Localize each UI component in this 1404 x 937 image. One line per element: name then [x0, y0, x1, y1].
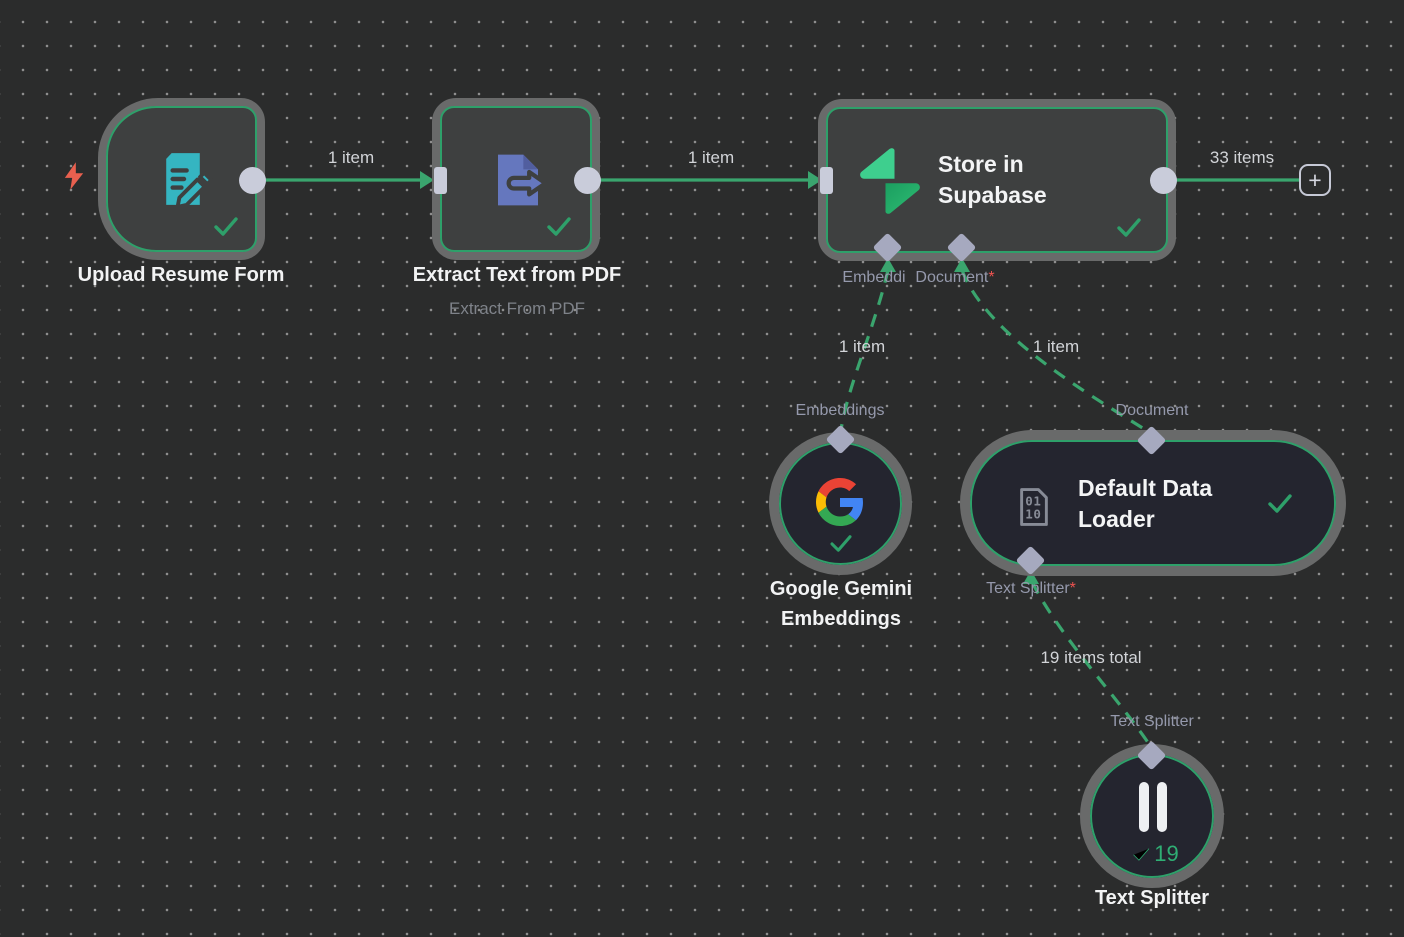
node-label: Extract Text from PDF	[412, 264, 622, 286]
output-connector[interactable]	[239, 167, 266, 194]
input-connector[interactable]	[434, 167, 447, 194]
items-count-label: 19 items total	[1040, 648, 1142, 667]
success-check-icon	[1133, 848, 1150, 861]
run-count-badge: 19	[1131, 841, 1179, 867]
connection-splitter-to-loader[interactable]	[1030, 581, 1153, 748]
text-splitter-port-label: Text Splitter*	[986, 580, 1076, 598]
text-splitter-port-text: Text Splitter	[986, 580, 1070, 597]
input-connector[interactable]	[820, 167, 833, 194]
pause-bars-icon	[1139, 782, 1149, 832]
supabase-icon	[860, 148, 920, 214]
node-store-in-supabase[interactable]	[818, 99, 1176, 261]
success-check-icon	[830, 535, 852, 552]
run-count-value: 19	[1154, 841, 1179, 866]
binary-document-icon: 01 10	[1020, 488, 1048, 526]
icon-binary-row1: 01	[1025, 493, 1041, 508]
success-check-icon	[1117, 218, 1141, 237]
items-count-label: 1 item	[327, 148, 375, 167]
success-check-icon	[214, 217, 238, 236]
add-node-button[interactable]: +	[1299, 164, 1331, 196]
connection-arrow	[880, 258, 896, 272]
output-connector[interactable]	[574, 167, 601, 194]
node-label: Upload Resume Form	[77, 264, 285, 286]
success-check-icon	[1268, 494, 1292, 513]
form-pencil-icon	[166, 153, 214, 209]
required-asterisk: *	[988, 269, 995, 286]
document-extract-icon	[498, 154, 548, 206]
node-title: Default Data Loader	[1078, 475, 1213, 532]
google-g-icon	[816, 478, 863, 526]
success-check-icon	[547, 217, 571, 236]
embeddings-port-label: Embeddings	[795, 402, 885, 419]
connection-arrow	[420, 171, 434, 189]
node-google-gemini-embeddings[interactable]	[769, 432, 912, 575]
document-port-label: Document*	[915, 269, 994, 287]
icon-binary-row2: 10	[1025, 506, 1041, 521]
connection-gemini-to-supabase[interactable]	[839, 269, 890, 431]
connection-arrow	[954, 258, 970, 272]
pause-bars-icon	[1157, 782, 1167, 832]
items-count-label: 1 item	[1032, 337, 1080, 356]
document-port-text: Document	[915, 269, 989, 286]
output-connector[interactable]	[1150, 167, 1177, 194]
document-port-label: Document	[1115, 402, 1189, 419]
node-subtitle: Extract From PDF	[448, 299, 586, 318]
node-label: Text Splitter	[1094, 887, 1210, 909]
connection-loader-to-supabase[interactable]	[960, 269, 1150, 434]
connection-arrow	[808, 171, 822, 189]
items-count-label: 1 item	[687, 148, 735, 167]
trigger-bolt-icon	[64, 162, 84, 190]
connection-arrow	[1023, 570, 1039, 584]
node-label: Google Gemini Embeddings	[769, 578, 913, 630]
text-splitter-output-port-label: Text Splitter	[1110, 713, 1194, 730]
items-count-label: 33 items	[1209, 148, 1275, 167]
required-asterisk: *	[1069, 580, 1076, 597]
embedding-port-label: Embeddi	[842, 269, 906, 286]
node-title: Store in Supabase	[938, 151, 1047, 208]
items-count-label: 1 item	[838, 337, 886, 356]
